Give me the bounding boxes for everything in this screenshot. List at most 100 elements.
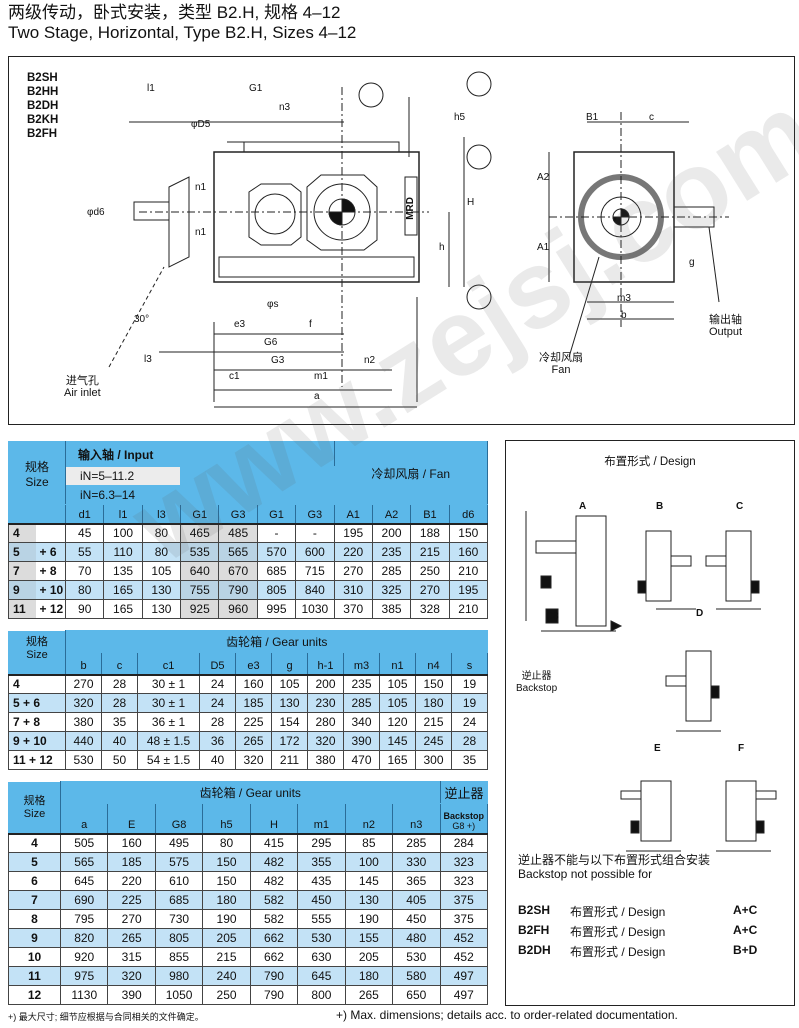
value-cell: 150 xyxy=(415,674,452,694)
value-cell: 110 xyxy=(103,542,143,562)
value-cell: 36 xyxy=(199,731,236,751)
gear-units-header: 齿轮箱 / Gear units xyxy=(60,781,441,804)
value-cell: 90 xyxy=(65,599,105,619)
value-cell: 80 xyxy=(202,833,251,853)
gearbox-drawing-svg xyxy=(108,71,729,408)
value-cell: 370 xyxy=(333,599,373,619)
value-cell: 190 xyxy=(344,909,394,929)
value-cell: 670 xyxy=(218,561,258,581)
value-cell: 375 xyxy=(439,890,488,910)
value-cell: 645 xyxy=(59,871,109,891)
value-cell: 215 xyxy=(410,542,450,562)
blank xyxy=(180,466,335,505)
value-cell: 820 xyxy=(59,928,109,948)
column-header-n2: n2 xyxy=(344,803,394,835)
dim-l1: l1 xyxy=(147,83,155,94)
value-cell: 105 xyxy=(271,674,308,694)
column-header-l3: l3 xyxy=(141,504,182,525)
gear-units-header: 齿轮箱 / Gear units xyxy=(65,630,488,653)
value-cell: 640 xyxy=(180,561,220,581)
size-cell: 5 xyxy=(8,852,61,872)
dim-A2: A2 xyxy=(537,172,550,183)
column-header-h-1: h-1 xyxy=(307,652,344,676)
footnote-en: +) Max. dimensions; details acc. to orde… xyxy=(336,1008,678,1022)
input-bearing-cover xyxy=(248,183,302,246)
value-cell: 323 xyxy=(439,871,488,891)
value-cell: 390 xyxy=(343,731,380,751)
column-header-H: H xyxy=(249,803,299,835)
dim-angle: 30° xyxy=(134,314,150,325)
value-cell: 328 xyxy=(410,599,450,619)
value-cell: 36 ± 1 xyxy=(137,712,200,732)
value-cell: 535 xyxy=(180,542,220,562)
value-cell: 180 xyxy=(344,966,394,986)
dim-c: c xyxy=(649,112,654,123)
size-cell: 9 + 10 xyxy=(8,731,66,751)
value-cell: 160 xyxy=(448,542,489,562)
value-cell: 497 xyxy=(439,985,488,1005)
size-cell: 7 + 8 xyxy=(8,712,66,732)
value-cell: 154 xyxy=(271,712,308,732)
column-header-n3: n3 xyxy=(392,803,441,835)
model-label: B2HH xyxy=(27,86,59,98)
value-cell: 575 xyxy=(154,852,204,872)
column-header-G1: G1 xyxy=(256,504,297,525)
mrd-logo: MRD xyxy=(405,197,416,220)
value-cell: 215 xyxy=(415,712,452,732)
value-cell: 480 xyxy=(392,928,441,948)
value-cell: 80 xyxy=(65,580,105,600)
design-a-label: A xyxy=(579,501,587,512)
value-cell: 195 xyxy=(333,523,373,543)
value-cell: 105 xyxy=(379,693,416,713)
value-cell: 235 xyxy=(343,674,380,694)
value-cell: 320 xyxy=(107,966,156,986)
design-c-diagram xyxy=(705,530,761,610)
value-cell: 440 xyxy=(65,731,102,751)
value-cell: 28 xyxy=(101,693,138,713)
housing-lid xyxy=(243,141,400,153)
model-list: B2SH B2HH B2DH B2KH B2FH xyxy=(27,71,58,141)
value-cell: 960 xyxy=(218,599,258,619)
value-cell: 220 xyxy=(333,542,373,562)
value-cell: 452 xyxy=(439,947,488,967)
value-cell: 48 ± 1.5 xyxy=(137,731,200,751)
value-cell: 320 xyxy=(235,750,272,770)
value-cell: 405 xyxy=(392,890,441,910)
dim-a: a xyxy=(314,391,320,402)
value-cell: 250 xyxy=(202,985,251,1005)
dim-n1b: n1 xyxy=(195,227,207,238)
column-header-c1: c1 xyxy=(137,652,200,676)
ratio-2: iN=6.3–14 xyxy=(65,485,182,505)
size-cell: + 8 xyxy=(35,561,67,581)
value-cell: 150 xyxy=(448,523,489,543)
value-cell: 685 xyxy=(154,890,204,910)
value-cell: 630 xyxy=(297,947,346,967)
value-cell: 570 xyxy=(256,542,297,562)
dim-d2: φD5 xyxy=(191,119,211,130)
size-cell: 5 + 6 xyxy=(8,693,66,713)
column-header-d6: d6 xyxy=(448,504,489,525)
value-cell: 365 xyxy=(392,871,441,891)
input-header: 输入轴 / Input xyxy=(65,441,335,467)
dim-g: g xyxy=(689,257,695,268)
size-cell: + 12 xyxy=(35,599,67,619)
value-cell: 805 xyxy=(154,928,204,948)
value-cell: 645 xyxy=(297,966,346,986)
value-cell: 497 xyxy=(439,966,488,986)
column-header-h5: h5 xyxy=(202,803,251,835)
value-cell: 800 xyxy=(297,985,346,1005)
value-cell: - xyxy=(295,523,335,543)
value-cell: 790 xyxy=(218,580,258,600)
size-cell: 12 xyxy=(8,985,61,1005)
dim-G3: G3 xyxy=(271,355,285,366)
column-header-D5: D5 xyxy=(199,652,236,676)
value-cell: 24 xyxy=(199,674,236,694)
